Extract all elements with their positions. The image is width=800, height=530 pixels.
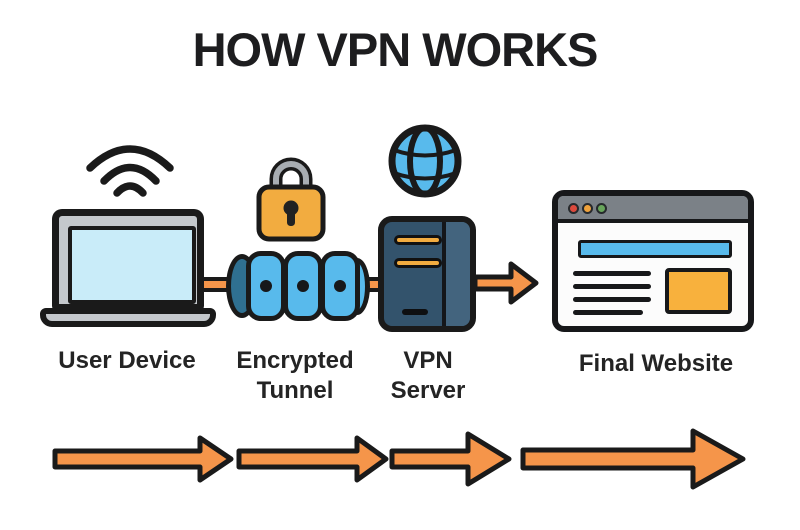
browser-titlebar: [558, 196, 748, 223]
final-website-label: Final Website: [578, 350, 734, 377]
vpn-server-label-line1: VPN: [403, 347, 453, 374]
tunnel-segment: [320, 251, 360, 321]
tunnel-segment: [246, 251, 286, 321]
vpn-server-label: VPN Server: [358, 346, 498, 406]
browser-text-line: [573, 284, 651, 289]
browser-text-line: [573, 271, 651, 276]
server-led-bar: [394, 235, 442, 245]
tunnel-rivet-dot: [297, 280, 309, 292]
encrypted-tunnel-label: Encrypted Tunnel: [213, 346, 377, 406]
server-led-bar: [394, 258, 442, 268]
browser-window-icon: [552, 190, 754, 332]
browser-image-placeholder: [665, 268, 732, 314]
server-side-panel: [442, 222, 470, 326]
laptop-icon: [52, 209, 204, 311]
laptop-base: [40, 308, 216, 327]
traffic-light-green-icon: [596, 203, 607, 214]
flow-arrow-server-to-website-icon: [472, 261, 539, 305]
globe-icon: [388, 124, 462, 198]
laptop-screen: [68, 226, 196, 304]
page-title: HOW VPN WORKS: [192, 23, 599, 76]
tunnel-rivet-dot: [334, 280, 346, 292]
server-icon: [378, 216, 476, 332]
padlock-icon: [256, 157, 326, 242]
traffic-light-yellow-icon: [582, 203, 593, 214]
flow-arrow-3-icon: [389, 431, 512, 487]
browser-banner: [578, 240, 732, 258]
flow-arrow-2-icon: [236, 435, 389, 483]
browser-text-line: [573, 297, 651, 302]
wifi-icon: [86, 145, 174, 197]
encrypted-tunnel-label-line2: Tunnel: [256, 377, 334, 404]
browser-text-line: [573, 310, 643, 315]
bottom-flow-arrows: [52, 428, 746, 490]
keyhole-icon: [283, 200, 299, 216]
tunnel-segment: [283, 251, 323, 321]
vpn-server-label-line2: Server: [390, 377, 466, 404]
encrypted-tunnel-label-line1: Encrypted: [236, 347, 354, 374]
traffic-light-red-icon: [568, 203, 579, 214]
tunnel-rivet-dot: [260, 280, 272, 292]
flow-arrow-1-icon: [52, 435, 234, 483]
server-slot: [402, 309, 428, 315]
user-device-label: User Device: [58, 347, 196, 374]
flow-arrow-4-icon: [520, 428, 746, 490]
